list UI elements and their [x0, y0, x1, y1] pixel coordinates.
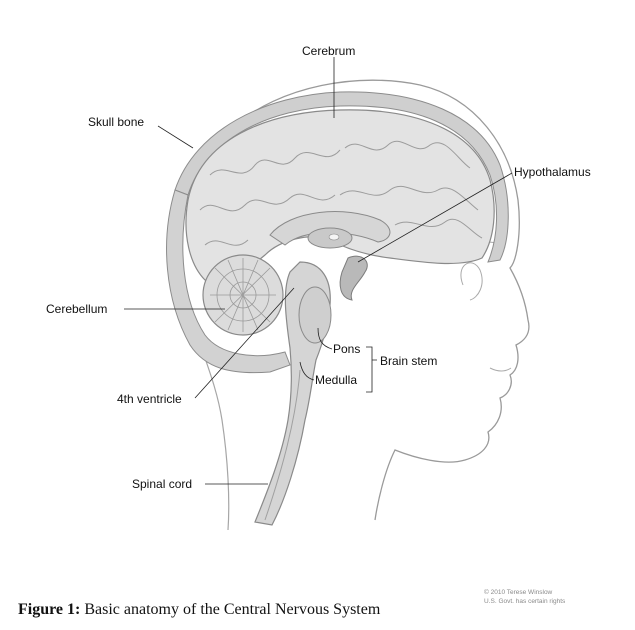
leader-hypothalamus: [357, 172, 513, 263]
credit-line-1: © 2010 Terese Winslow: [484, 588, 553, 596]
label-pons: Pons: [333, 342, 360, 356]
skull-base: [166, 189, 291, 374]
brain-stem-bracket: [366, 346, 377, 393]
label-skull-bone: Skull bone: [88, 115, 144, 129]
skull-bone: [174, 91, 509, 263]
label-medulla: Medulla: [315, 373, 357, 387]
credit-line-2: U.S. Govt. has certain rights: [484, 598, 566, 605]
head-outline: [231, 79, 530, 521]
leader-pons: [317, 327, 333, 350]
cerebrum-gyri: [199, 140, 483, 246]
leader-skull-bone: [157, 125, 194, 149]
label-cerebrum: Cerebrum: [302, 44, 355, 58]
ear-outline: [460, 262, 483, 301]
pons: [298, 286, 332, 344]
leader-medulla: [299, 361, 315, 381]
figure-caption-label: Figure 1:: [18, 601, 81, 618]
leader-fourth-ventricle: [194, 287, 295, 399]
label-hypothalamus: Hypothalamus: [514, 165, 591, 179]
cerebellum: [202, 254, 284, 336]
ventricle-spot: [328, 233, 340, 241]
hypothalamus: [339, 255, 368, 301]
label-brain-stem: Brain stem: [380, 354, 437, 368]
figure-caption: Figure 1: Basic anatomy of the Central N…: [18, 601, 618, 619]
mouth-outline: [489, 367, 512, 372]
label-cerebellum: Cerebellum: [46, 302, 107, 316]
label-fourth-ventricle: 4th ventricle: [117, 392, 182, 406]
spinal-cord-canal: [264, 369, 301, 521]
figure-caption-text: Basic anatomy of the Central Nervous Sys…: [80, 601, 381, 618]
label-spinal-cord: Spinal cord: [132, 477, 192, 491]
